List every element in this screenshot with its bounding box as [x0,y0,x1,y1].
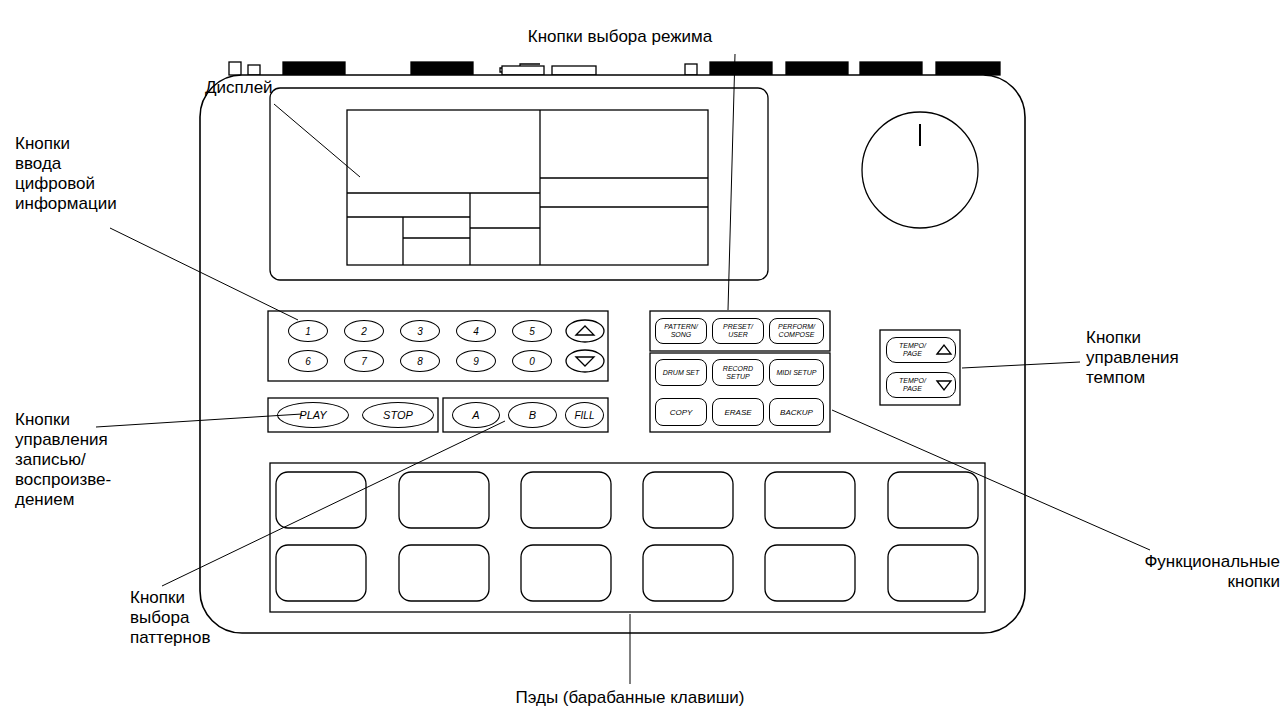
callout-label: Кнопки управления записью/ воспроизве- д… [15,410,130,510]
transport-button: PLAY [277,402,349,428]
pattern-button: FILL [565,402,604,428]
button-text: PLAY [299,409,326,421]
drum-pad [521,472,611,528]
button-text: B [529,409,536,421]
button-text: DRUM SET [663,369,700,377]
pattern-button: B [508,402,557,428]
button-text: 9 [473,356,479,367]
button-text: PATTERN/ SONG [659,323,703,339]
drum-pad [276,472,366,528]
mode-button: PERFORM/ COMPOSE [769,318,824,344]
function-button: RECORD SETUP [712,359,764,386]
button-text: PRESET/ USER [716,323,760,339]
drum-pad [399,472,489,528]
button-text: BACKUP [780,408,813,417]
number-button: 9 [456,350,496,372]
button-text: RECORD SETUP [716,365,760,381]
button-text: 2 [361,326,367,337]
callout-label: Кнопки выбора режима [450,27,790,47]
mode-button: PRESET/ USER [712,318,764,344]
button-text: 3 [417,326,423,337]
number-button: 3 [400,320,440,342]
tempo-button: TEMPO/ PAGE [886,337,956,363]
function-button: COPY [655,398,707,426]
button-text: 6 [305,356,311,367]
button-text: PERFORM/ COMPOSE [773,323,820,339]
drum-pad [521,545,611,601]
button-text: TEMPO/ PAGE [892,342,933,358]
button-text: FILL [574,410,594,421]
callout-label: Дисплей [205,78,325,98]
callout-label: Кнопки управления темпом [1086,328,1196,388]
function-button: MIDI SETUP [769,359,824,386]
drum-pad [888,545,978,601]
drum-pad [643,472,733,528]
button-text: COPY [670,408,693,417]
button-text: 5 [529,326,535,337]
drum-pad [399,545,489,601]
function-button: BACKUP [769,398,824,426]
number-button: 0 [512,350,552,372]
function-button: ERASE [712,398,764,426]
number-button: 6 [288,350,328,372]
tempo-button: TEMPO/ PAGE [886,372,956,398]
drum-pad [888,472,978,528]
drum-pad [276,545,366,601]
number-button: 4 [456,320,496,342]
button-text: ERASE [724,408,751,417]
button-text: STOP [383,409,413,421]
number-button: 7 [344,350,384,372]
button-text: A [472,409,479,421]
transport-button: STOP [362,402,434,428]
callout-label: Пэды (барабанные клавиши) [430,688,830,708]
pattern-button: A [452,402,500,428]
mode-button: PATTERN/ SONG [655,318,707,344]
number-button: 2 [344,320,384,342]
callout-label: Кнопки выбора паттернов [130,588,240,648]
number-button: 8 [400,350,440,372]
button-text: 0 [529,356,535,367]
drum-pad [765,472,855,528]
number-button: 5 [512,320,552,342]
button-text: 4 [473,326,479,337]
button-text: TEMPO/ PAGE [892,377,933,393]
callout-label: Функциональные кнопки [1112,552,1280,592]
button-text: 1 [305,326,311,337]
number-button: 1 [288,320,328,342]
drum-pad [643,545,733,601]
button-text: 7 [361,356,367,367]
button-text: 8 [417,356,423,367]
drum-pad [765,545,855,601]
button-text: MIDI SETUP [776,369,816,377]
callout-label: Кнопки ввода цифровой информации [15,134,113,214]
function-button: DRUM SET [655,359,707,386]
